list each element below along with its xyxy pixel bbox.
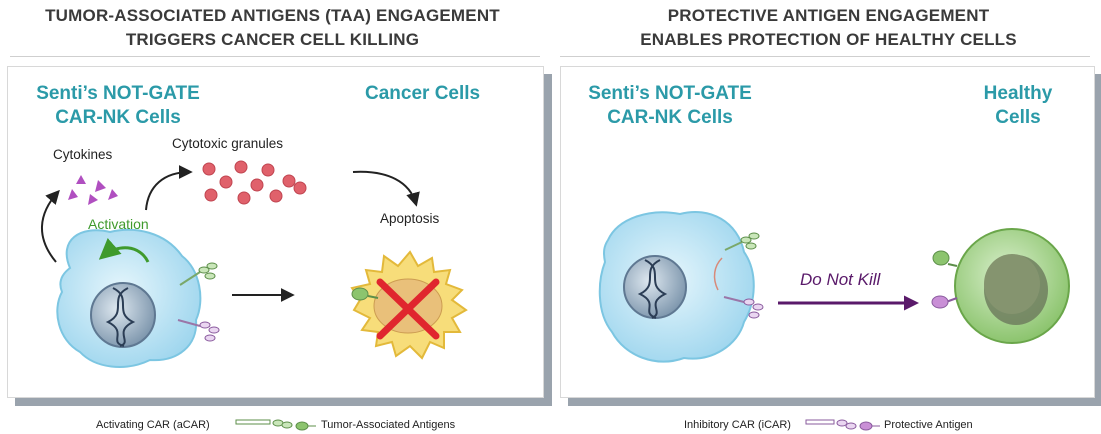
do-not-kill-label: Do Not Kill [800,270,881,289]
right-car-nk-title: Senti’s NOT-GATE CAR-NK Cells [585,82,755,130]
granules-label: Cytotoxic granules [172,136,284,151]
right-car-nk-line1: Senti’s NOT-GATE [588,83,752,104]
tumor-associated-antigen [351,287,379,301]
cytokines-label: Cytokines [53,147,113,162]
legend-icar-label: Inhibitory CAR (iCAR) [684,419,791,431]
legend-acar-label: Activating CAR (aCAR) [96,419,210,431]
left-car-nk-title: Senti’s NOT-GATE CAR-NK Cells [33,82,203,130]
activating-car-receptor [179,262,218,286]
right-nk-cell [598,211,755,363]
legend-acar-icon [235,419,293,429]
healthy-cells-line1: Healthy [983,83,1053,104]
inhibitory-car-receptor-right [723,296,764,319]
right-heading: PROTECTIVE ANTIGEN ENGAGEMENT ENABLES PR… [556,4,1101,52]
left-heading-divider [10,56,540,57]
cytokine-arrow [41,189,60,263]
legend-taa-label: Tumor-Associated Antigens [321,419,456,431]
left-heading-line1: TUMOR-ASSOCIATED ANTIGENS (TAA) ENGAGEME… [45,6,500,25]
apoptosis-arrow [352,170,420,207]
left-car-nk-line2: CAR-NK Cells [55,107,181,128]
legend-taa-icon [295,421,316,431]
cytokine-particles [68,175,118,205]
activating-car-receptor-right [724,232,760,251]
healthy-cells-title: Healthy Cells [968,82,1068,130]
cancer-cells-title: Cancer Cells [365,83,481,104]
cancer-cell [350,250,468,360]
right-heading-divider [560,56,1090,57]
granule-arrow [145,165,193,211]
right-heading-line2: ENABLES PROTECTION OF HEALTHY CELLS [640,30,1017,49]
activation-arrow [98,238,150,263]
left-nk-cell [56,228,202,368]
apoptosis-label: Apoptosis [380,211,440,226]
legend-icar-icon [805,419,857,430]
healthy-cell [954,228,1070,344]
right-car-nk-line2: CAR-NK Cells [607,107,733,128]
inhibition-signal [713,257,723,291]
activation-label: Activation [88,216,149,232]
left-car-nk-line1: Senti’s NOT-GATE [36,83,200,104]
healthy-cell-antigens [931,250,958,309]
inhibitory-car-receptor-left [177,319,220,342]
cytotoxic-granules [202,160,307,205]
left-heading-line2: TRIGGERS CANCER CELL KILLING [125,30,420,49]
legend-protective-antigen-icon [859,421,880,431]
right-heading-line1: PROTECTIVE ANTIGEN ENGAGEMENT [667,6,990,25]
left-heading: TUMOR-ASSOCIATED ANTIGENS (TAA) ENGAGEME… [0,4,545,52]
healthy-cells-line2: Cells [995,107,1041,128]
legend-protective-antigen-label: Protective Antigen [884,419,973,431]
